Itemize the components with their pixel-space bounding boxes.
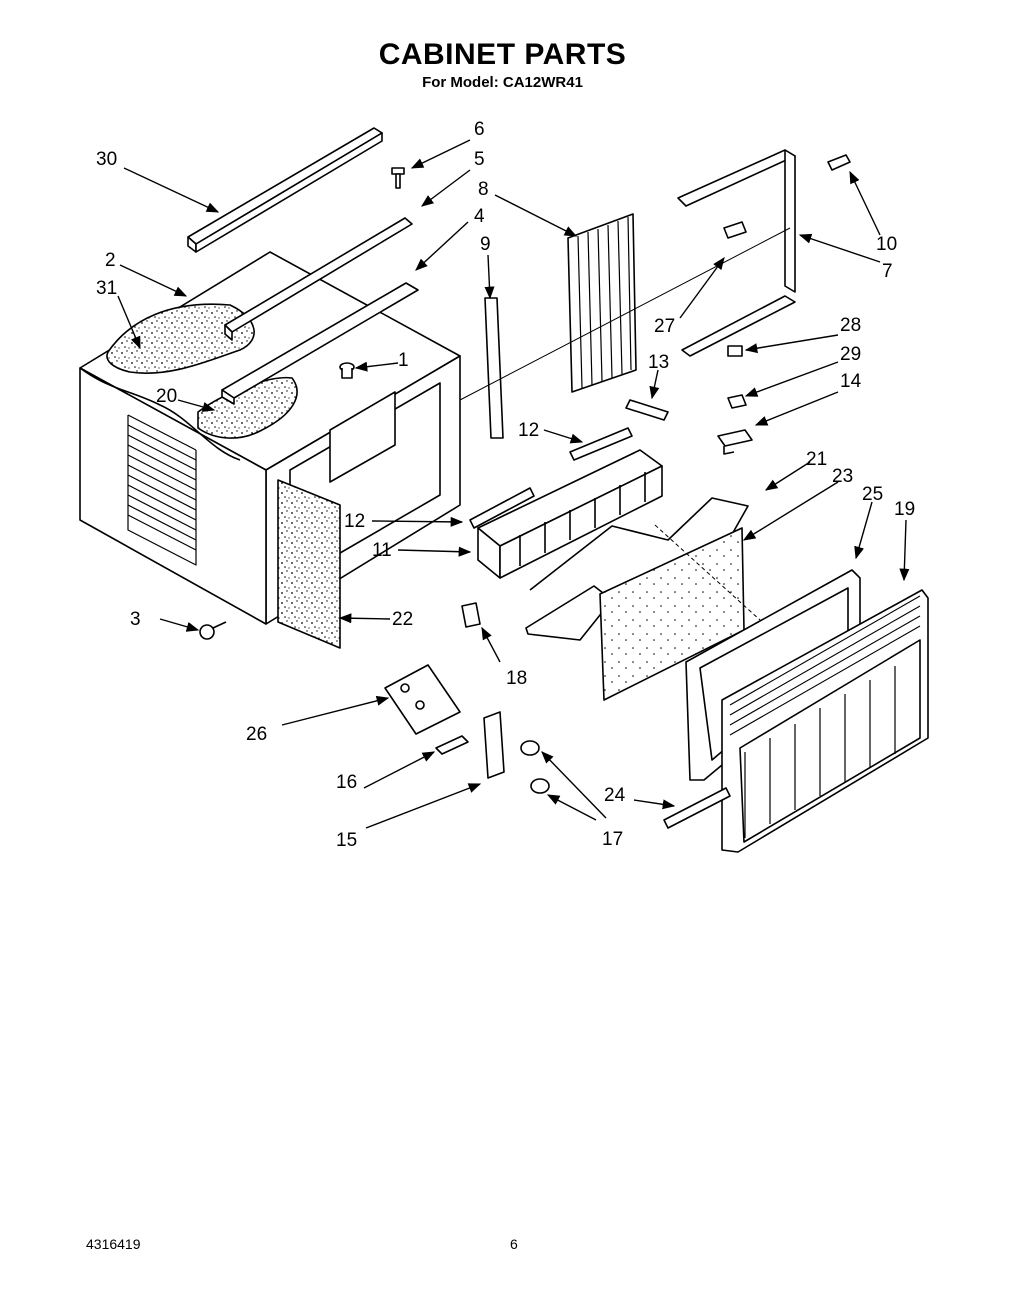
callout-27: 27: [654, 316, 675, 337]
callout-20: 20: [156, 386, 177, 407]
callout-9: 9: [480, 234, 491, 255]
part-8-fins: [567, 213, 637, 393]
callout-5: 5: [474, 149, 485, 170]
part-30-rail: [187, 127, 383, 253]
callout-11: 11: [372, 540, 392, 561]
part-9-strip: [484, 297, 504, 439]
part-11-tray: [477, 449, 663, 579]
side-louvers: [127, 414, 197, 566]
callout-10: 10: [876, 234, 897, 255]
part-26-cover: [384, 664, 461, 735]
callout-17: 17: [602, 829, 623, 850]
page-number: 6: [510, 1236, 518, 1252]
part-31-insulation: [106, 303, 255, 374]
callout-12-lower: 12: [344, 511, 365, 532]
callout-29: 29: [840, 344, 861, 365]
part-28-screw: [727, 345, 743, 357]
callout-12-upper: 12: [518, 420, 539, 441]
callout-21: 21: [806, 449, 827, 470]
callout-8: 8: [478, 179, 489, 200]
callout-13: 13: [648, 352, 669, 373]
part-15-bracket: [483, 711, 505, 779]
part-14-bracket: [717, 429, 753, 455]
callout-14: 14: [840, 371, 862, 392]
leader-lines: [117, 139, 910, 829]
part-18-clip: [461, 602, 481, 628]
callout-1: 1: [398, 350, 409, 371]
alignment-line-lower: [654, 524, 761, 621]
part-1-plug: [339, 362, 355, 379]
callout-24: 24: [604, 785, 626, 806]
alignment-line: [459, 227, 791, 401]
callout-labels: 1 2 3 4 5 6 7 8 9 10 11 12 12 13 14 15 1…: [96, 119, 915, 851]
part-5-bracket: [224, 217, 413, 341]
callout-7: 7: [882, 261, 893, 282]
page-title: CABINET PARTS: [378, 38, 627, 71]
callout-26: 26: [246, 724, 267, 745]
part-number: 4316419: [86, 1236, 141, 1252]
part-12-rod-upper: [569, 427, 633, 461]
callout-19: 19: [894, 499, 915, 520]
part-12-rod-lower: [469, 487, 535, 529]
part-17-knobs: [520, 740, 550, 794]
callout-22: 22: [392, 609, 413, 630]
callout-2: 2: [105, 250, 116, 271]
callout-6: 6: [474, 119, 485, 140]
part-3-screw: [199, 621, 227, 640]
part-19-front-panel: [721, 589, 929, 853]
callout-25: 25: [862, 484, 883, 505]
callout-18: 18: [506, 668, 527, 689]
callout-15: 15: [336, 830, 357, 851]
callout-4: 4: [474, 206, 485, 227]
part-27-screw: [723, 221, 747, 239]
callout-28: 28: [840, 315, 861, 336]
callout-16: 16: [336, 772, 357, 793]
part-7-frame: [677, 149, 796, 357]
part-10-screw: [827, 154, 851, 171]
part-24-strip: [663, 787, 731, 829]
callout-31: 31: [96, 278, 117, 299]
part-22-filter: [277, 479, 341, 649]
callout-23: 23: [832, 466, 853, 487]
part-29-clip: [727, 394, 747, 409]
part-16-block: [435, 735, 469, 755]
callout-3: 3: [130, 609, 141, 630]
part-6-screw: [391, 167, 405, 189]
part-4-bracket: [221, 282, 419, 405]
part-13-hinge: [625, 399, 669, 421]
part-21-wire-support: [525, 497, 749, 641]
callout-30: 30: [96, 149, 117, 170]
model-subtitle: For Model: CA12WR41: [422, 74, 583, 91]
